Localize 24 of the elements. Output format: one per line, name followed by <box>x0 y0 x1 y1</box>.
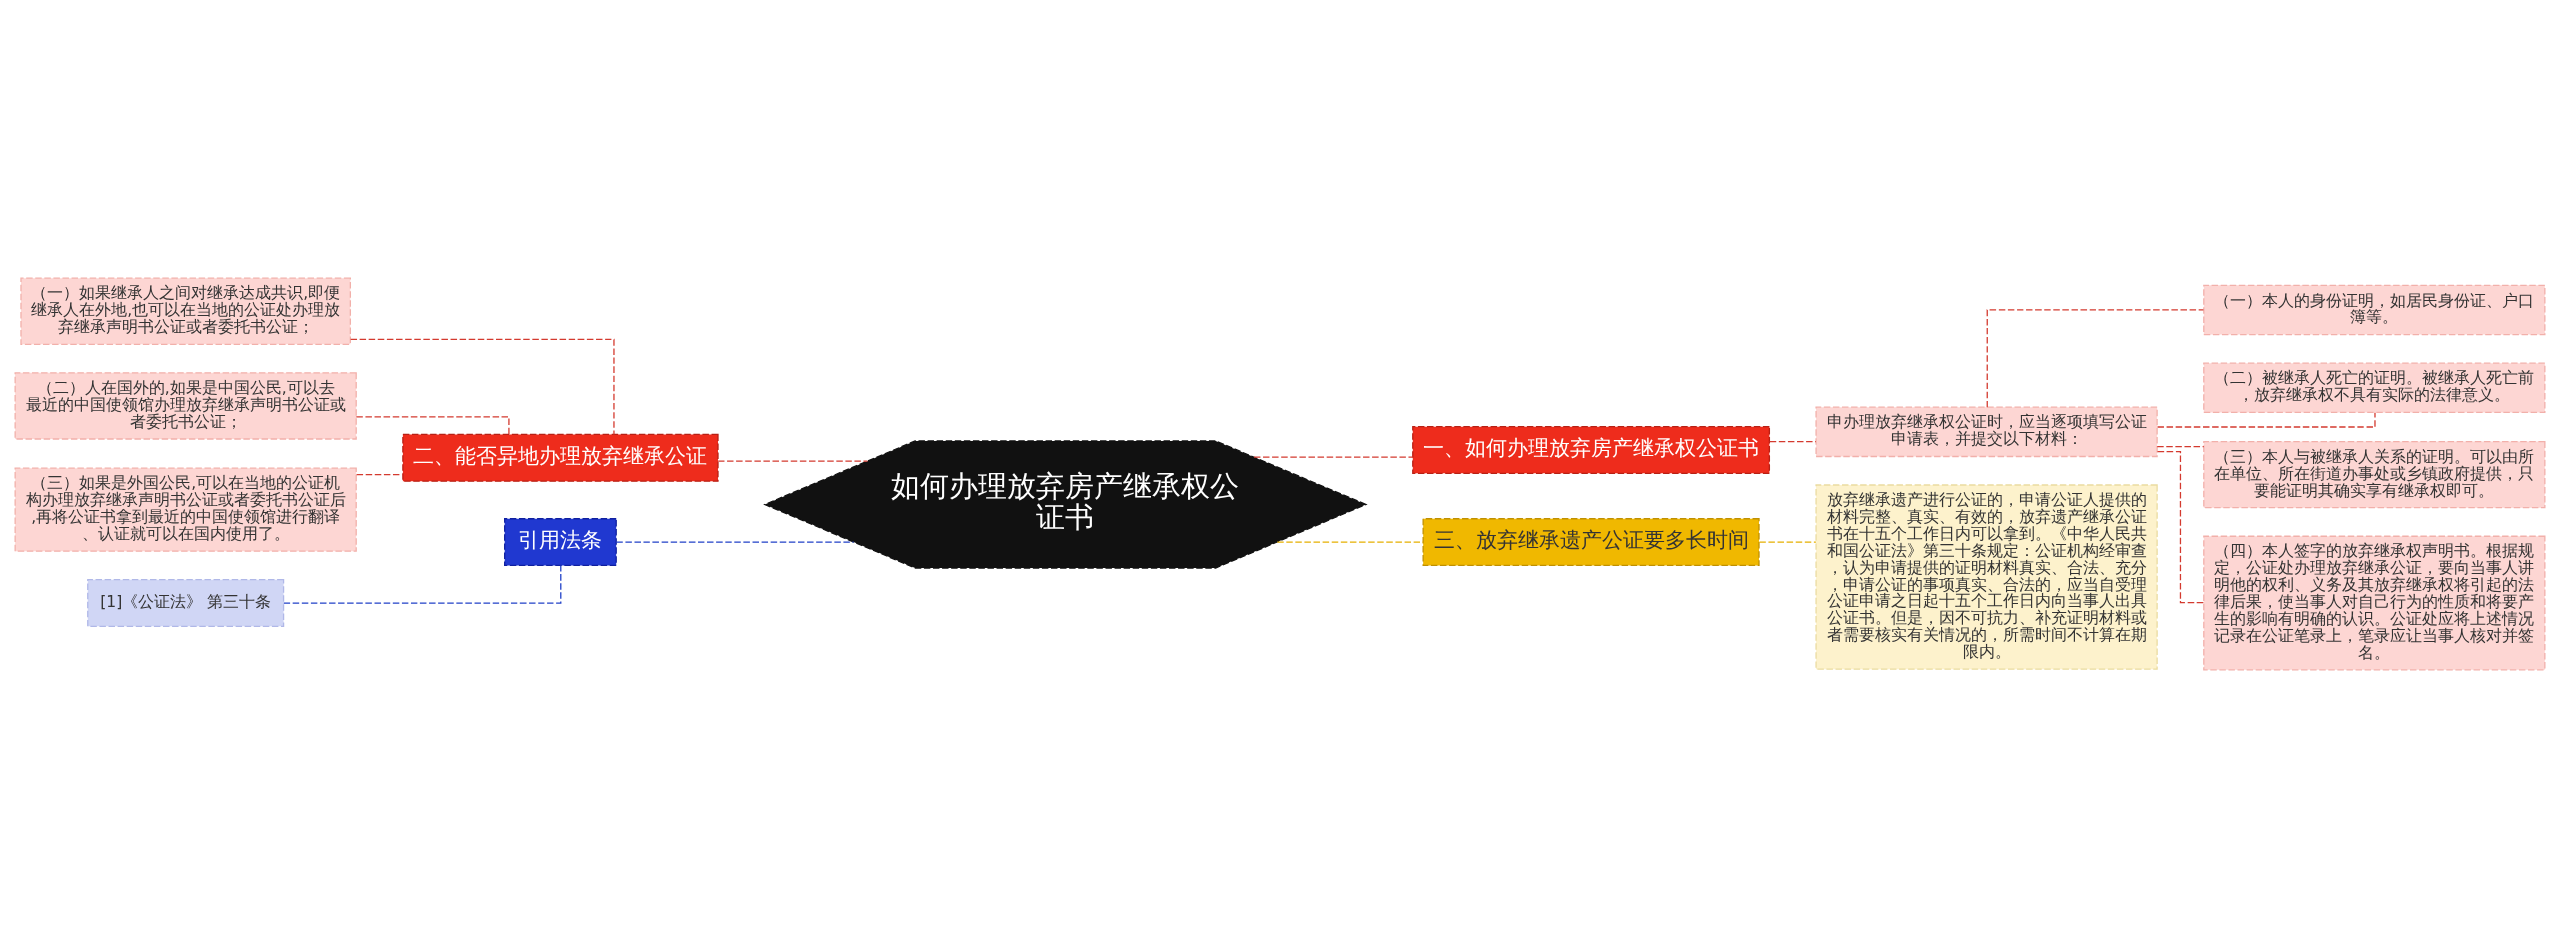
node-box: 放弃继承遗产进行公证的，申请公证人提供的材料完整、真实、有效的，放弃遗产继承公证书在十五个工作日内可以拿到。《中华人民共和国公证法》第三十条规定：公证机构经审查，认为申请提供的证明材料真实、合法、充分，申请公证的事项真实、合法的，应当自受理公证申请之日起十五个工作日内向当事人出具公证书。但是，因不可抗力、补充证明材料或者需要核实有关情况的，所需时间不计算在期限内。 <box>1815 484 2158 670</box>
node-box: 一、如何办理放弃房产继承权公证书 <box>1412 426 1771 474</box>
node-box: 二、能否异地办理放弃继承公证 <box>402 433 719 482</box>
node-box: （三）本人与被继承人关系的证明。可以由所在单位、所在街道办事处或乡镇政府提供，只要能证明其确实享有继承权即可。 <box>2203 440 2546 509</box>
connector <box>283 564 562 604</box>
node-box: （四）本人签字的放弃继承权声明书。根据规定，公证处办理放弃继承公证，要向当事人讲明他的权利、义务及其放弃继承权将引起的法律后果，使当事人对自己行为的性质和将要产生的影响有明确的认识。公证处应将上述情况记录在公证笔录上，笔录应让当事人核对并签名。 <box>2203 535 2546 671</box>
node-box: 引用法条 <box>504 518 617 567</box>
connector <box>1758 541 1817 543</box>
node-box: [1]《公证法》 第三十条 <box>87 579 285 627</box>
connector <box>615 541 855 543</box>
node-box: 三、放弃继承遗产公证要多长时间 <box>1422 518 1760 567</box>
node-box: （二）被继承人死亡的证明。被继承人死亡前，放弃继承权不具有实际的法律意义。 <box>2203 362 2546 414</box>
connector <box>717 460 869 462</box>
connector <box>2156 445 2205 448</box>
connector <box>2156 412 2376 428</box>
node-box: 申办理放弃继承权公证时，应当逐项填写公证申请表，并提交以下材料： <box>1815 406 2158 458</box>
node-box: （二）人在国外的,如果是中国公民,可以去最近的中国使领馆办理放弃继承声明书公证或者委托书公证； <box>14 372 357 440</box>
connector <box>350 338 615 436</box>
connector <box>1986 309 2205 408</box>
node-box: （三）如果是外国公民,可以在当地的公证机构办理放弃继承声明书公证或者委托书公证后,再将公证书拿到最近的中国使领馆进行翻译、认证就可以在国内使用了。 <box>14 467 357 552</box>
node-box: （一）如果继承人之间对继承达成共识,即便继承人在外地,也可以在当地的公证处办理放弃继承声明书公证或者委托书公证； <box>20 277 351 345</box>
node-box: （一）本人的身份证明，如居民身份证、户口簿等。 <box>2203 284 2546 336</box>
connector <box>1253 456 1414 458</box>
connector <box>1769 440 1817 443</box>
